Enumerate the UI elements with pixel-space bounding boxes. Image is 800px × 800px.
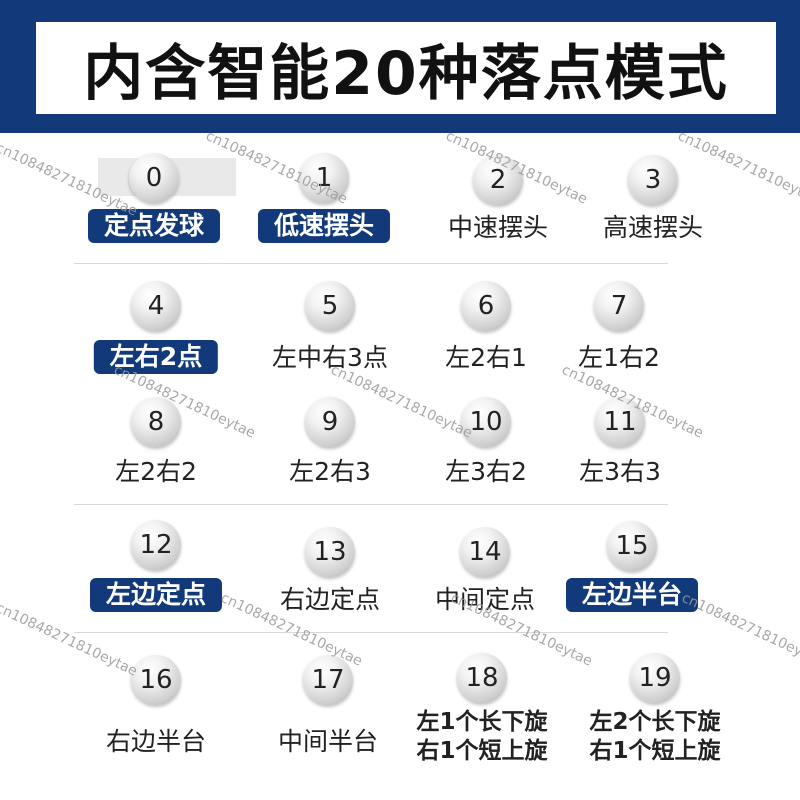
mode-label-1: 低速摆头 (257, 209, 391, 243)
ball-17: 17 (303, 655, 353, 705)
ball-16: 16 (131, 655, 181, 705)
ball-8: 8 (131, 397, 181, 447)
divider (74, 263, 668, 264)
mode-label-9: 左2右3 (289, 457, 371, 486)
ball-2: 2 (473, 155, 523, 205)
mode-label-2: 中速摆头 (447, 213, 549, 242)
mode-label-8: 左2右2 (115, 457, 197, 486)
mode-label-18: 左1个长下旋 右1个短上旋 (416, 708, 547, 766)
mode-label-18-line2: 右1个短上旋 (416, 737, 548, 764)
mode-label-0: 定点发球 (87, 209, 221, 243)
mode-label-5: 左中右3点 (272, 343, 388, 372)
ball-13: 13 (305, 527, 355, 577)
ball-15: 15 (607, 521, 657, 571)
mode-label-19: 左2个长下旋 右1个短上旋 (589, 708, 720, 766)
ball-3: 3 (628, 155, 678, 205)
mode-label-18-line1: 左1个长下旋 (416, 709, 548, 735)
ball-0: 0 (129, 153, 179, 203)
mode-label-12: 左边定点 (89, 578, 223, 612)
ball-12: 12 (131, 520, 181, 570)
mode-label-10: 左3右2 (445, 457, 527, 486)
mode-label-6: 左2右1 (445, 343, 527, 372)
ball-18: 18 (457, 653, 507, 703)
mode-label-7: 左1右2 (578, 343, 660, 372)
divider (74, 504, 668, 505)
divider (74, 632, 668, 633)
watermark: cn10848271810eytae (675, 128, 800, 208)
ball-14: 14 (460, 527, 510, 577)
header-banner: 内含智能20种落点模式 (0, 0, 800, 133)
ball-19: 19 (630, 653, 680, 703)
ball-10: 10 (461, 397, 511, 447)
ball-4: 4 (131, 281, 181, 331)
mode-label-17: 中间半台 (277, 727, 379, 756)
watermark: cn10848271810eytae (679, 590, 800, 670)
ball-11: 11 (595, 397, 645, 447)
mode-label-14: 中间定点 (434, 585, 536, 614)
mode-label-4: 左右2点 (93, 340, 219, 374)
mode-label-15: 左边半台 (565, 578, 699, 612)
mode-label-19-line1: 左2个长下旋 (589, 709, 721, 735)
watermark: cn10848271810eytae (0, 600, 140, 680)
ball-7: 7 (594, 281, 644, 331)
page-title: 内含智能20种落点模式 (36, 22, 776, 114)
ball-9: 9 (305, 397, 355, 447)
mode-label-11: 左3右3 (579, 457, 661, 486)
mode-label-13: 右边定点 (279, 585, 381, 614)
ball-5: 5 (305, 281, 355, 331)
mode-label-3: 高速摆头 (602, 213, 704, 242)
mode-label-16: 右边半台 (105, 727, 207, 756)
ball-1: 1 (299, 153, 349, 203)
mode-label-19-line2: 右1个短上旋 (589, 737, 721, 764)
ball-6: 6 (461, 281, 511, 331)
